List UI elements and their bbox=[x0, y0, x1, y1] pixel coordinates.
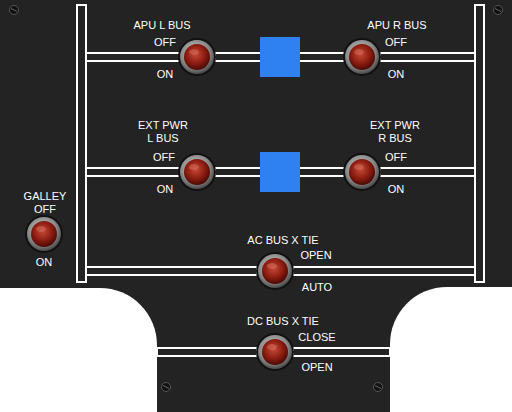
switch-label: AUTO bbox=[302, 281, 332, 294]
switch-label: ON bbox=[36, 256, 53, 269]
switch-label: ON bbox=[388, 68, 405, 81]
switch-label: OFF bbox=[385, 151, 407, 164]
switch-label: GALLEY bbox=[24, 190, 67, 203]
switch-label: APU L BUS bbox=[133, 19, 190, 32]
switch-label: OPEN bbox=[301, 361, 332, 374]
switch-label: ON bbox=[388, 183, 405, 196]
switch-label: AC BUS X TIE bbox=[247, 234, 318, 247]
switch-label: OFF bbox=[154, 36, 176, 49]
switch-label: EXT PWR R BUS bbox=[367, 119, 423, 145]
switch-label: DC BUS X TIE bbox=[247, 315, 319, 328]
switch-label: OFF bbox=[153, 151, 175, 164]
switch-label: ON bbox=[157, 68, 174, 81]
switch-label: OFF bbox=[385, 36, 407, 49]
switch-label: EXT PWR L BUS bbox=[135, 119, 191, 145]
switch-label: APU R BUS bbox=[367, 19, 426, 32]
switch-label: ON bbox=[157, 183, 174, 196]
switch-label: OFF bbox=[34, 203, 56, 216]
switch-label: OPEN bbox=[300, 249, 331, 262]
switch-label: CLOSE bbox=[298, 331, 335, 344]
